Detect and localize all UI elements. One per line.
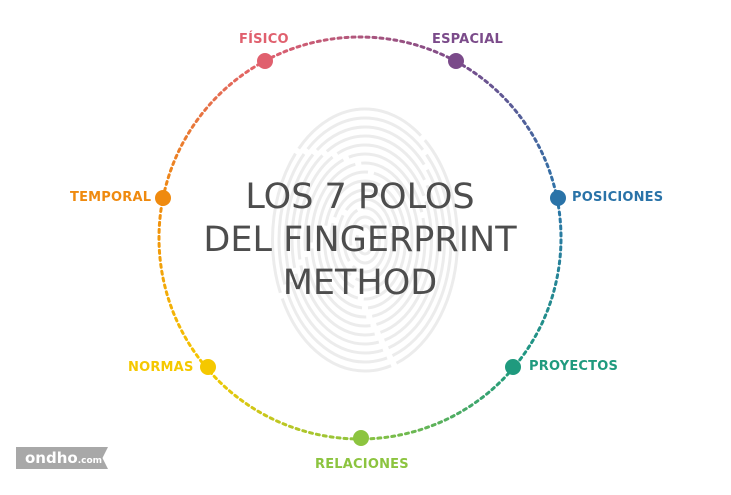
pole-node [448,53,464,69]
title-line: DEL FINGERPRINT [203,220,517,260]
pole-label-posiciones: POSICIONES [572,190,664,205]
pole-label-normas: NORMAS [128,360,194,375]
ondho-logo: ondho.com [16,447,108,469]
ring-segment [359,366,516,441]
diagram-title: LOS 7 POLOS DEL FINGERPRINT METHOD [160,176,560,305]
pole-label-temporal: TEMPORAL [70,190,152,205]
title-line: LOS 7 POLOS [245,177,475,217]
pole-label-proyectos: PROYECTOS [529,359,619,374]
fingerprint-watermark [271,107,459,373]
pole-node [257,53,273,69]
ring-segment [454,59,559,200]
pole-node [550,190,566,206]
pole-node [353,430,369,446]
pole-node [505,359,521,375]
ring-segment [205,366,363,441]
pole-node [200,359,216,375]
ring-segment [512,196,563,370]
pole-node [155,190,171,206]
pole-label-fisico: FÍSICO [239,32,289,47]
pole-label-espacial: ESPACIAL [432,32,503,47]
ring-segment [157,196,209,370]
ring-segment [263,35,458,63]
ring-segment [161,59,267,200]
pole-label-relaciones: RELACIONES [315,457,409,472]
title-line: METHOD [282,263,438,303]
